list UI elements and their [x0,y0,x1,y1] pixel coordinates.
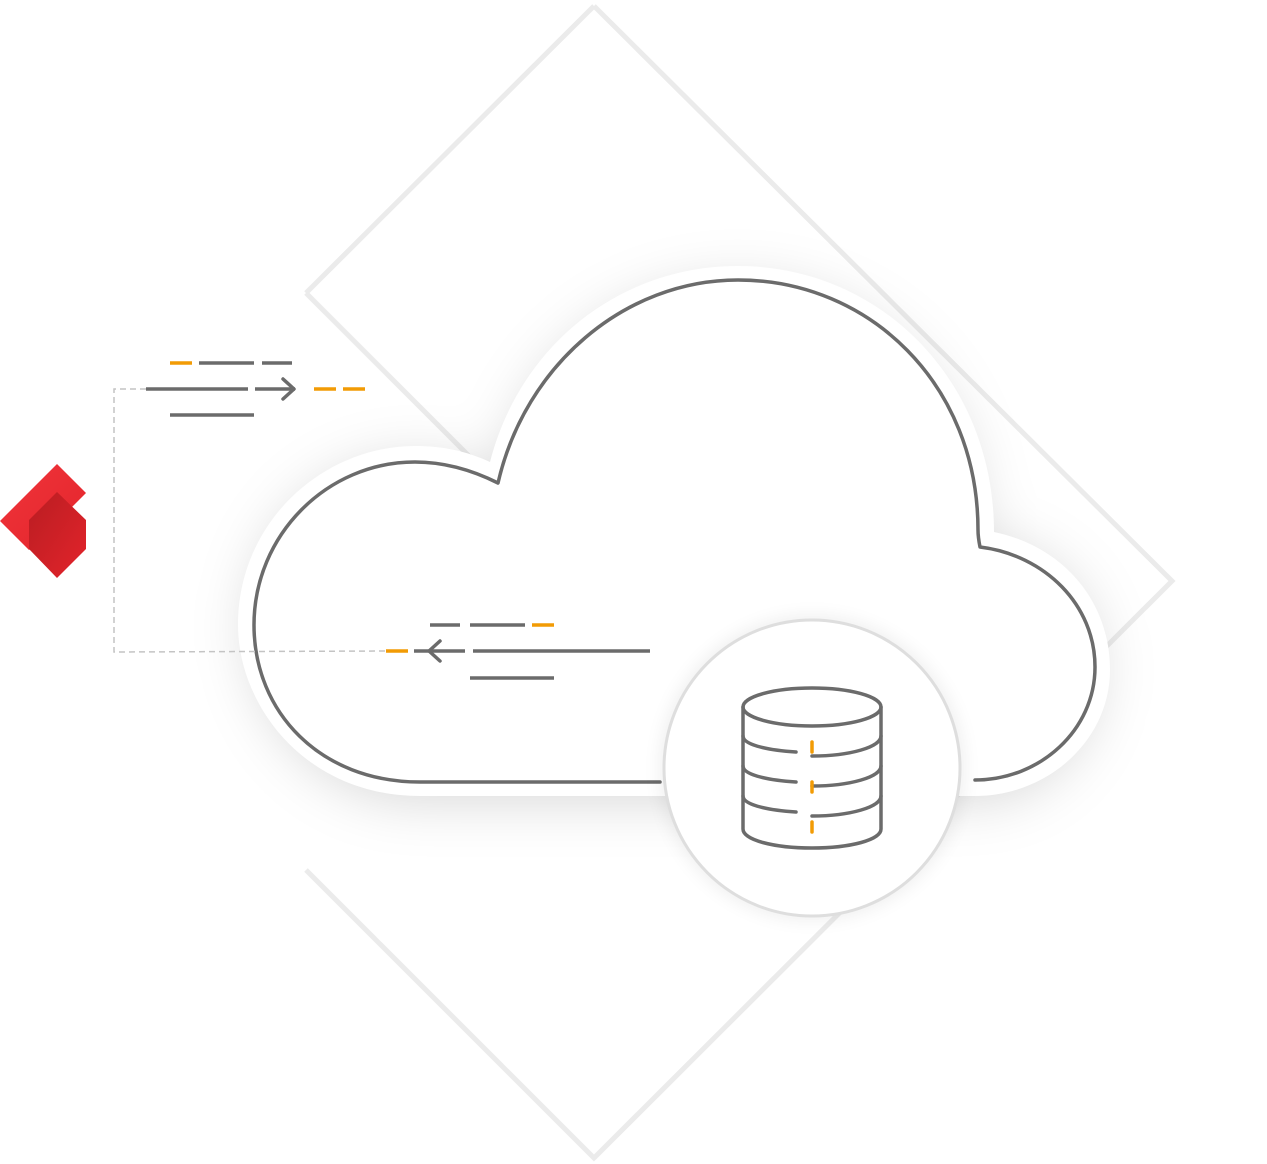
database-icon [741,686,883,850]
arrow-right-icon [281,377,296,401]
dashed-connector [113,388,389,653]
database-badge [662,618,962,918]
inbound-data-lines [386,623,650,680]
red-chevron-logo [0,464,86,578]
outbound-data-lines [146,361,365,417]
cloud-icon [252,278,1097,784]
arrow-left-icon [427,639,442,663]
database-badge-circle [662,618,962,918]
